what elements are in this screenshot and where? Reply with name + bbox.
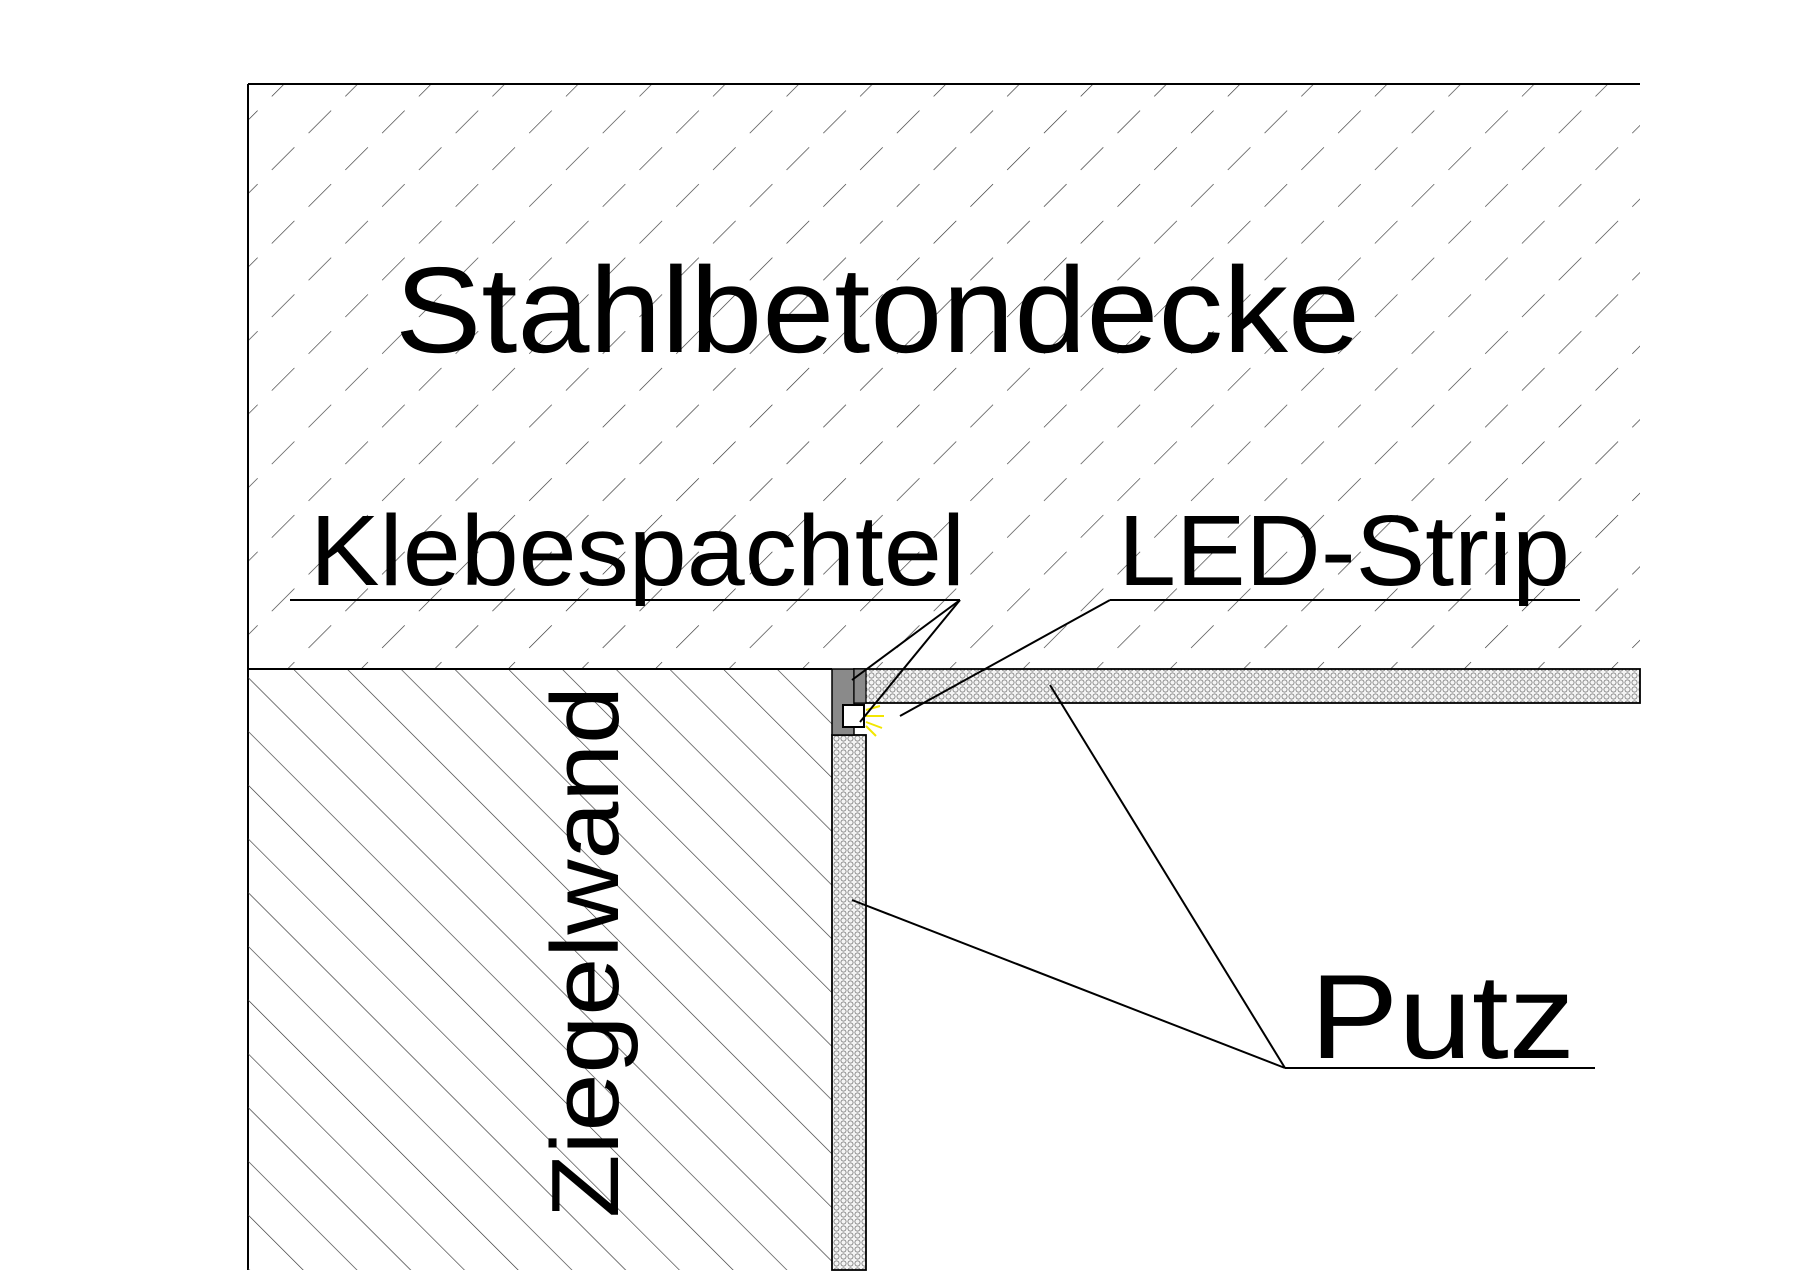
led-light-glow: [865, 705, 884, 737]
label-plaster: Putz: [1310, 950, 1575, 1084]
label-ceiling: Stahlbetondecke: [395, 242, 1360, 378]
callout-adhesive: Klebespachtel: [290, 495, 965, 723]
ceiling-slab: [247, 83, 1640, 1270]
wall-plaster: [831, 734, 867, 1271]
label-led: LED-Strip: [1118, 495, 1570, 607]
label-adhesive: Klebespachtel: [310, 495, 965, 607]
plaster-leader: [851, 899, 1286, 1069]
brick-wall: [248, 668, 832, 1270]
ceiling-plaster: [853, 668, 1641, 704]
adhesive-leader: [859, 599, 961, 723]
led-strip: [842, 704, 884, 737]
plaster-leader: [1049, 684, 1286, 1069]
label-wall: Ziegelwand: [532, 686, 639, 1218]
callout-plaster: Putz: [851, 684, 1595, 1084]
callout-led: LED-Strip: [899, 495, 1580, 717]
adhesive-leader: [851, 599, 961, 681]
led-leader: [899, 599, 1111, 717]
